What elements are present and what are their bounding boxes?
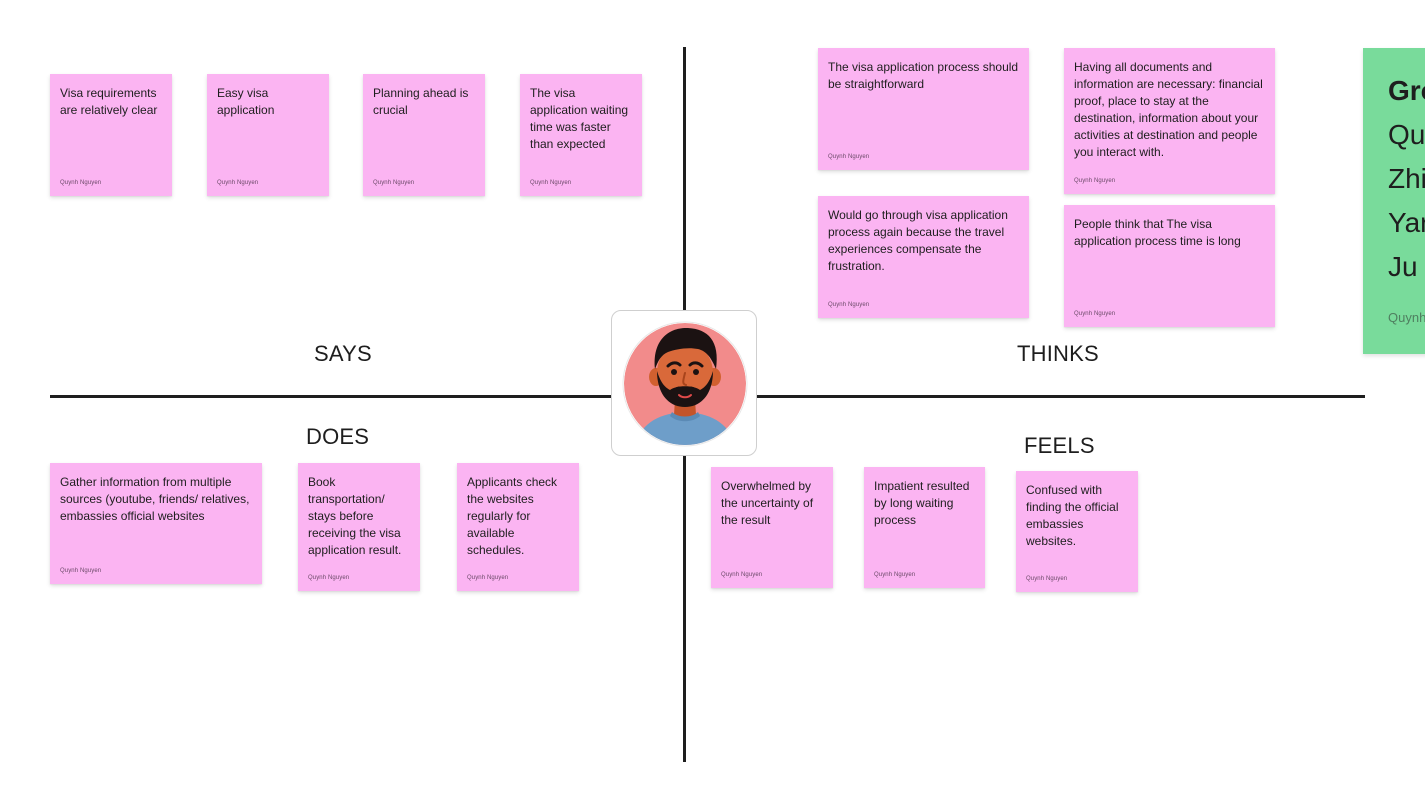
sticky-note-says[interactable]: Easy visa application Quynh Nguyen [207,74,329,196]
sticky-text: Book transportation/ stays before receiv… [308,475,402,557]
sticky-author: Quynh Nguyen [60,180,102,186]
sticky-author: Quynh Nguyen [828,154,870,160]
sticky-note-says[interactable]: Visa requirements are relatively clear Q… [50,74,172,196]
sticky-author: Quynh Nguyen [1074,311,1116,317]
sticky-author: Quynh Nguyen [308,575,350,581]
sticky-text: Impatient resulted by long waiting proce… [874,479,970,527]
sticky-note-thinks[interactable]: The visa application process should be s… [818,48,1029,170]
sticky-author: Quynh Nguyen [1074,178,1116,184]
sticky-text: The visa application process should be s… [828,60,1019,91]
sticky-note-thinks[interactable]: People think that The visa application p… [1064,205,1275,327]
sticky-note-says[interactable]: The visa application waiting time was fa… [520,74,642,196]
sticky-author: Quynh Nguyen [60,568,102,574]
sticky-text: Visa requirements are relatively clear [60,86,158,117]
sticky-note-does[interactable]: Applicants check the websites regularly … [457,463,579,591]
quadrant-label-does: DOES [306,424,370,449]
sticky-note-says[interactable]: Planning ahead is crucial Quynh Nguyen [363,74,485,196]
quadrant-label-feels: FEELS [1024,433,1095,458]
sticky-author: Quynh Nguyen [874,572,916,578]
sticky-author: Quynh Nguyen [373,180,415,186]
group-card-title: Gro [1388,75,1425,106]
sticky-text: Overwhelmed by the uncertainty of the re… [721,479,814,527]
group-member: Qu [1388,119,1425,150]
sticky-note-feels[interactable]: Overwhelmed by the uncertainty of the re… [711,467,833,588]
sticky-note-thinks[interactable]: Having all documents and information are… [1064,48,1275,194]
quadrant-label-thinks: THINKS [1017,341,1099,366]
sticky-text: Would go through visa application proces… [828,208,1008,273]
sticky-text: People think that The visa application p… [1074,217,1241,248]
sticky-text: The visa application waiting time was fa… [530,86,629,151]
sticky-text: Confused with finding the official embas… [1026,483,1119,548]
quadrant-label-says: SAYS [314,341,372,366]
sticky-note-feels[interactable]: Confused with finding the official embas… [1016,471,1138,592]
persona-avatar[interactable] [611,310,757,456]
sticky-author: Quynh Nguyen [721,572,763,578]
group-member: Zhi [1388,163,1425,194]
sticky-author: Quynh Nguyen [530,180,572,186]
sticky-text: Having all documents and information are… [1074,60,1263,159]
person-avatar-icon [622,321,748,447]
sticky-author: Quynh Nguyen [1026,576,1068,582]
group-card-author: Quynh [1388,310,1425,325]
group-members-card[interactable]: Gro Qu Zhi Yar Ju Quynh [1363,48,1425,354]
sticky-author: Quynh Nguyen [828,302,870,308]
sticky-text: Gather information from multiple sources… [60,475,250,523]
group-member: Yar [1388,207,1425,238]
group-member: Ju [1388,251,1418,282]
sticky-author: Quynh Nguyen [217,180,259,186]
sticky-text: Planning ahead is crucial [373,86,469,117]
sticky-note-does[interactable]: Book transportation/ stays before receiv… [298,463,420,591]
sticky-note-feels[interactable]: Impatient resulted by long waiting proce… [864,467,985,588]
sticky-note-does[interactable]: Gather information from multiple sources… [50,463,262,584]
sticky-text: Easy visa application [217,86,275,117]
sticky-text: Applicants check the websites regularly … [467,475,558,557]
sticky-note-thinks[interactable]: Would go through visa application proces… [818,196,1029,318]
sticky-author: Quynh Nguyen [467,575,509,581]
